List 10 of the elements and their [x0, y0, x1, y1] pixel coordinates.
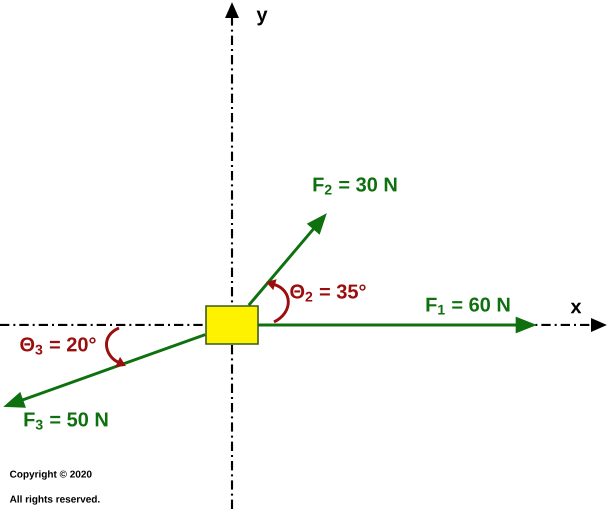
angle-label: Θ$_{3}$ = 20°: [20, 337, 96, 355]
axis-label: y: [256, 10, 268, 26]
copyright-note: All rights reserved.: [10, 495, 100, 505]
force-label: F$_{1}$ = 60 N: [426, 298, 510, 314]
force-label: F$_{3}$ = 50 N: [24, 412, 108, 430]
force-label: F$_{2}$ = 30 N: [314, 177, 396, 195]
angle-label: Θ$_{2}$ = 35°: [290, 284, 366, 302]
block: [205, 305, 259, 345]
copyright-note: Copyright © 2020: [10, 470, 92, 480]
axis-label: x: [570, 302, 582, 314]
